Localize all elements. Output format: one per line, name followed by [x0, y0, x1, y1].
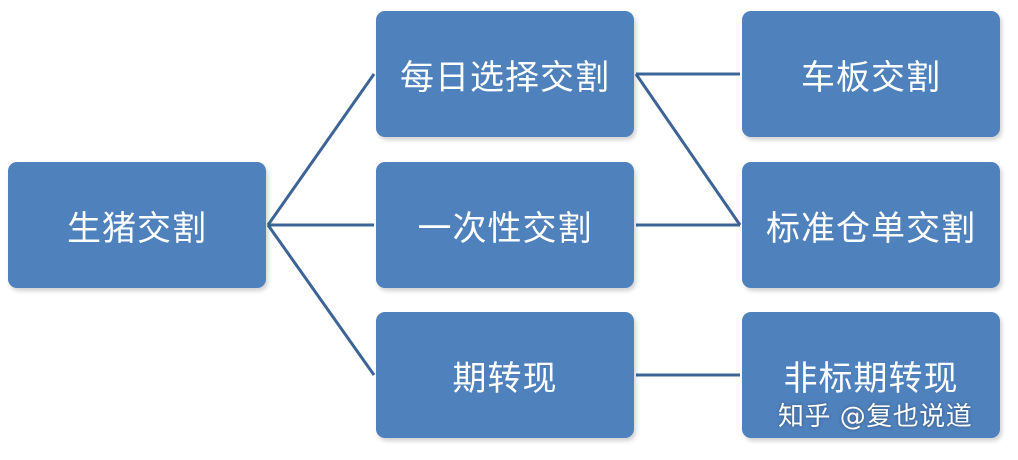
connector-root-futures: [266, 224, 376, 376]
connector-root-daily: [266, 73, 376, 226]
node-standard-warehouse-receipt-delivery: 标准仓单交割: [742, 162, 1000, 288]
node-truck-delivery: 车板交割: [742, 11, 1000, 137]
node-one-time-delivery: 一次性交割: [376, 162, 634, 288]
node-daily-choice-delivery: 每日选择交割: [376, 11, 634, 137]
connector-daily-warehouse: [634, 73, 742, 226]
node-futures-to-spot: 期转现: [376, 312, 634, 438]
node-nonstandard-futures-to-spot: 非标期转现: [742, 312, 1000, 438]
watermark-text: 知乎 @复也说道: [778, 402, 973, 432]
node-hog-delivery: 生猪交割: [8, 162, 266, 288]
